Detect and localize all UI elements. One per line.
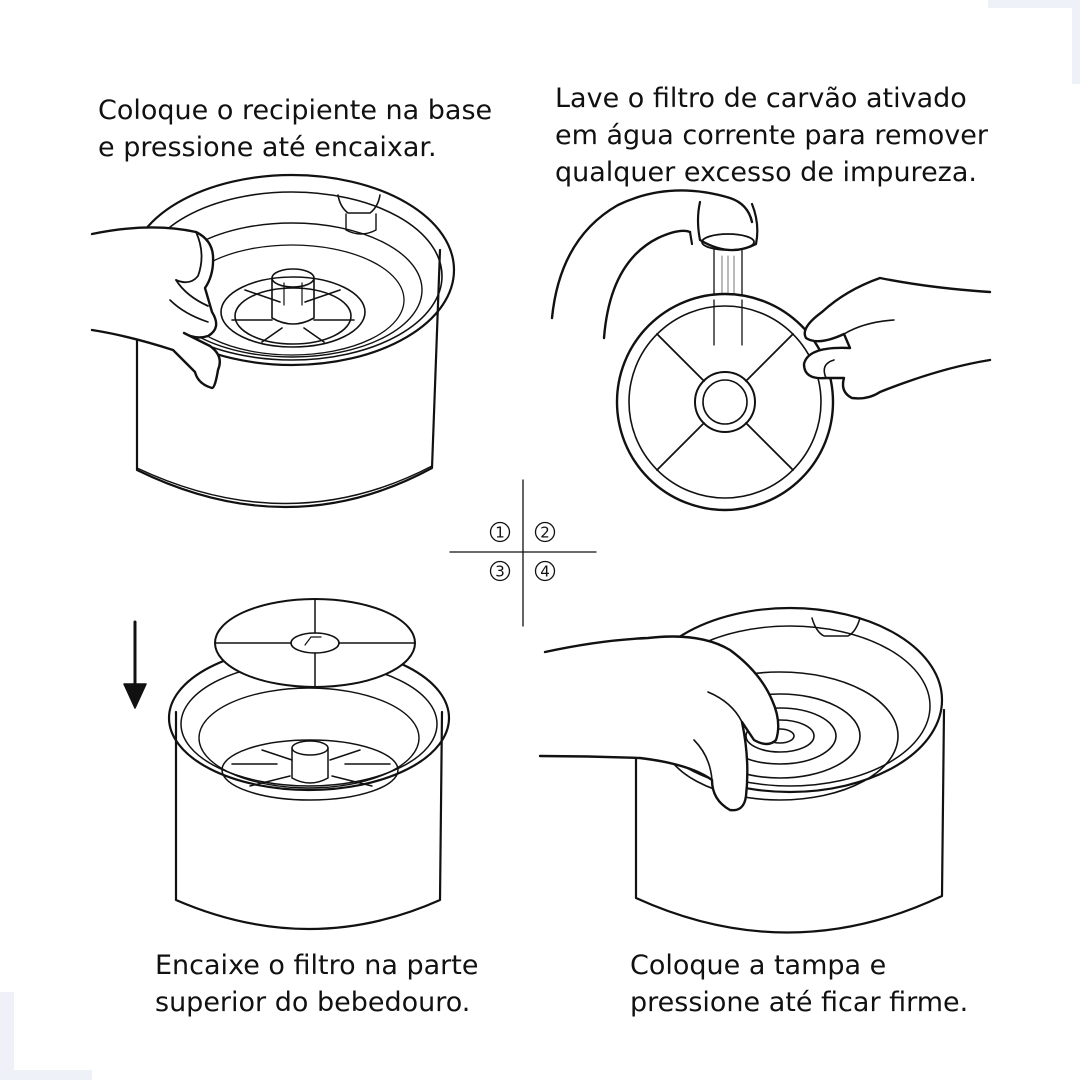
step-number-4-icon: 4 (534, 560, 556, 582)
step-1-caption: Coloque o recipiente na base e pressione… (98, 92, 492, 166)
step-number-1-icon: 1 (489, 521, 511, 543)
step-4-illustration (538, 606, 946, 934)
step-3-line-1: Encaixe o filtro na parte (155, 950, 479, 981)
corner-decoration-top-right (988, 0, 1080, 8)
step-order-key: 1 2 3 4 (449, 479, 597, 627)
step-1-line-1: Coloque o recipiente na base (98, 95, 493, 126)
svg-text:4: 4 (540, 563, 550, 581)
corner-decoration-bottom-left (0, 992, 14, 1080)
step-3-caption: Encaixe o filtro na parte superior do be… (155, 947, 478, 1021)
step-2-line-1: Lave o filtro de carvão ativado (555, 83, 967, 114)
step-number-2-icon: 2 (534, 521, 556, 543)
step-4-line-2: pressione até ficar firme. (630, 987, 969, 1018)
svg-text:3: 3 (495, 563, 505, 581)
step-3-illustration (123, 598, 451, 930)
step-2-illustration (550, 189, 992, 512)
svg-text:2: 2 (540, 524, 550, 542)
corner-decoration-bottom-left-horizontal (0, 1070, 92, 1080)
pump-impeller-icon (220, 268, 366, 348)
step-number-3-icon: 3 (489, 560, 511, 582)
arrow-down-icon (123, 620, 147, 709)
step-4-line-1: Coloque a tampa e (630, 950, 887, 981)
charcoal-filter-icon (615, 292, 835, 512)
svg-text:1: 1 (495, 524, 505, 542)
step-1-illustration (90, 173, 456, 509)
step-3-line-2: superior do bebedouro. (155, 987, 471, 1018)
corner-decoration-top-right-vertical (1072, 0, 1080, 84)
step-2-line-3: qualquer excesso de impureza. (555, 157, 977, 188)
pump-impeller-icon (221, 739, 399, 801)
step-1-line-2: e pressione até encaixar. (98, 132, 437, 163)
step-2-caption: Lave o filtro de carvão ativado em água … (555, 80, 988, 191)
charcoal-filter-icon (214, 598, 416, 688)
step-4-caption: Coloque a tampa e pressione até ficar fi… (630, 947, 968, 1021)
step-2-line-2: em água corrente para remover (555, 120, 988, 151)
